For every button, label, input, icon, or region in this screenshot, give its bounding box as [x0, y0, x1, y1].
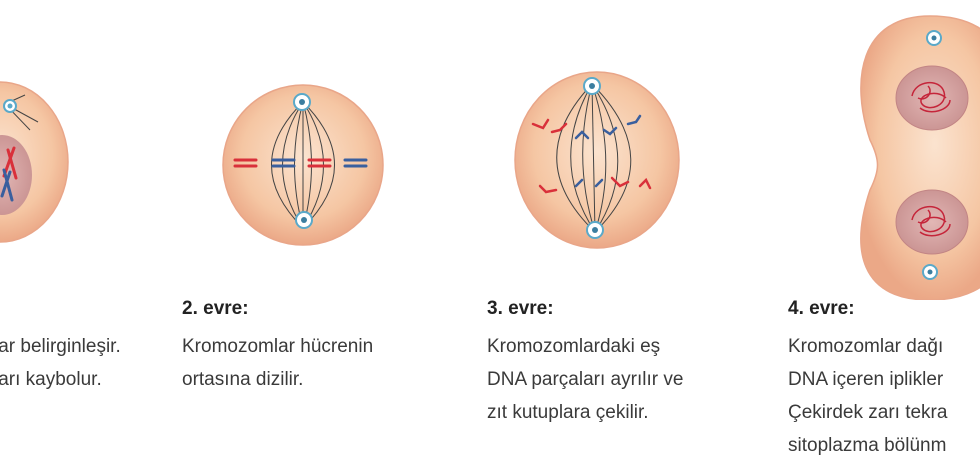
cell-stage-4 — [860, 15, 980, 300]
stage-4-line-4: sitoplazma bölünm — [788, 435, 947, 456]
nucleus-bottom — [895, 189, 969, 255]
cell-illustrations — [0, 15, 980, 300]
chromatids-lower — [538, 176, 652, 194]
centriole-top — [926, 30, 942, 46]
centriole-bottom — [586, 221, 604, 239]
stage-4-line-1: Kromozomlar dağı — [788, 336, 944, 357]
cell-membrane — [514, 71, 680, 249]
stage-3-title: 3. evre: — [487, 298, 554, 319]
cell-stage-2 — [222, 84, 384, 246]
caption-stage-4: 4. evre: Kromozomlar dağı DNA içeren ipl… — [788, 298, 947, 462]
stage-4-line-3: Çekirdek zarı tekra — [788, 402, 948, 423]
centriole — [3, 99, 17, 113]
chromatin-top — [911, 82, 951, 113]
caption-stage-3: 3. evre: Kromozomlardaki eş DNA parçalar… — [487, 298, 683, 429]
caption-stage-2: 2. evre: Kromozomlar hücrenin ortasına d… — [182, 298, 373, 396]
stage-4-title: 4. evre: — [788, 298, 855, 319]
chromosomes — [0, 146, 18, 202]
cell-stage-1 — [0, 81, 69, 243]
centriole-top — [583, 77, 601, 95]
stage-1-title — [0, 298, 121, 320]
cell-stage-3 — [514, 71, 680, 249]
centriole-top — [293, 93, 311, 111]
stage-4-line-2: DNA içeren iplikler — [788, 369, 944, 390]
stage-3-line-1: Kromozomlardaki eş — [487, 336, 661, 357]
nucleus-top — [895, 65, 969, 131]
spindle-fibers — [556, 83, 632, 233]
stage-3-line-2: DNA parçaları ayrılır ve — [487, 369, 684, 390]
stage-2-title: 2. evre: — [182, 298, 249, 319]
centriole-bottom — [295, 211, 313, 229]
chromatin-bottom — [911, 206, 951, 237]
stage-3-line-3: zıt kutuplara çekilir. — [487, 402, 649, 423]
cell-membrane — [860, 15, 980, 300]
caption-stage-1: lar belirginleşir. ları kaybolur. — [0, 298, 121, 396]
stage-2-line-1: Kromozomlar hücrenin — [182, 336, 374, 357]
chromosomes — [233, 158, 368, 168]
stage-1-line-1: lar belirginleşir. — [0, 336, 121, 357]
chromatids-upper — [531, 114, 642, 140]
stage-1-line-2: ları kaybolur. — [0, 369, 102, 390]
centriole-bottom — [922, 264, 938, 280]
stage-2-line-2: ortasına dizilir. — [182, 369, 304, 390]
